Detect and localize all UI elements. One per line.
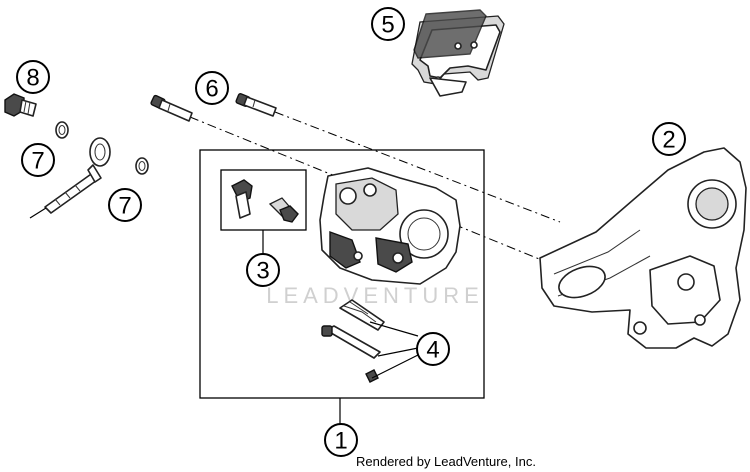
sealing-washers [55, 121, 149, 175]
brake-caliper-body [319, 167, 461, 285]
callout-3: 3 [246, 253, 280, 287]
callout-1-number: 1 [334, 428, 347, 455]
callout-7-lower-number: 7 [118, 193, 131, 220]
callout-5: 5 [371, 7, 405, 41]
callout-2: 2 [652, 122, 686, 156]
callout-7-lower: 7 [108, 188, 142, 222]
watermark: LEADVENTURE [266, 283, 484, 308]
pad-pins [150, 93, 277, 122]
callout-8-number: 8 [26, 65, 39, 92]
brake-pads [411, 9, 505, 97]
callout-8: 8 [16, 60, 50, 94]
callout-6: 6 [195, 71, 229, 105]
callout-2-number: 2 [662, 127, 675, 154]
callout-3-number: 3 [256, 258, 269, 285]
caliper-bracket [539, 147, 747, 349]
bleeder-fittings [220, 169, 307, 253]
caliper-assembly-frame [199, 149, 485, 399]
brake-line [29, 137, 111, 219]
callout-7-upper: 7 [21, 143, 55, 177]
callout-7-upper-number: 7 [31, 148, 44, 175]
callout-5-number: 5 [381, 12, 394, 39]
callout-4: 4 [416, 332, 450, 366]
credit-text: Rendered by LeadVenture, Inc. [356, 454, 536, 469]
callout-4-number: 4 [426, 337, 439, 364]
callout-1: 1 [324, 423, 358, 457]
callout-6-number: 6 [205, 76, 218, 103]
banjo-bolt [4, 93, 37, 117]
pin-spring-clip [321, 299, 419, 383]
